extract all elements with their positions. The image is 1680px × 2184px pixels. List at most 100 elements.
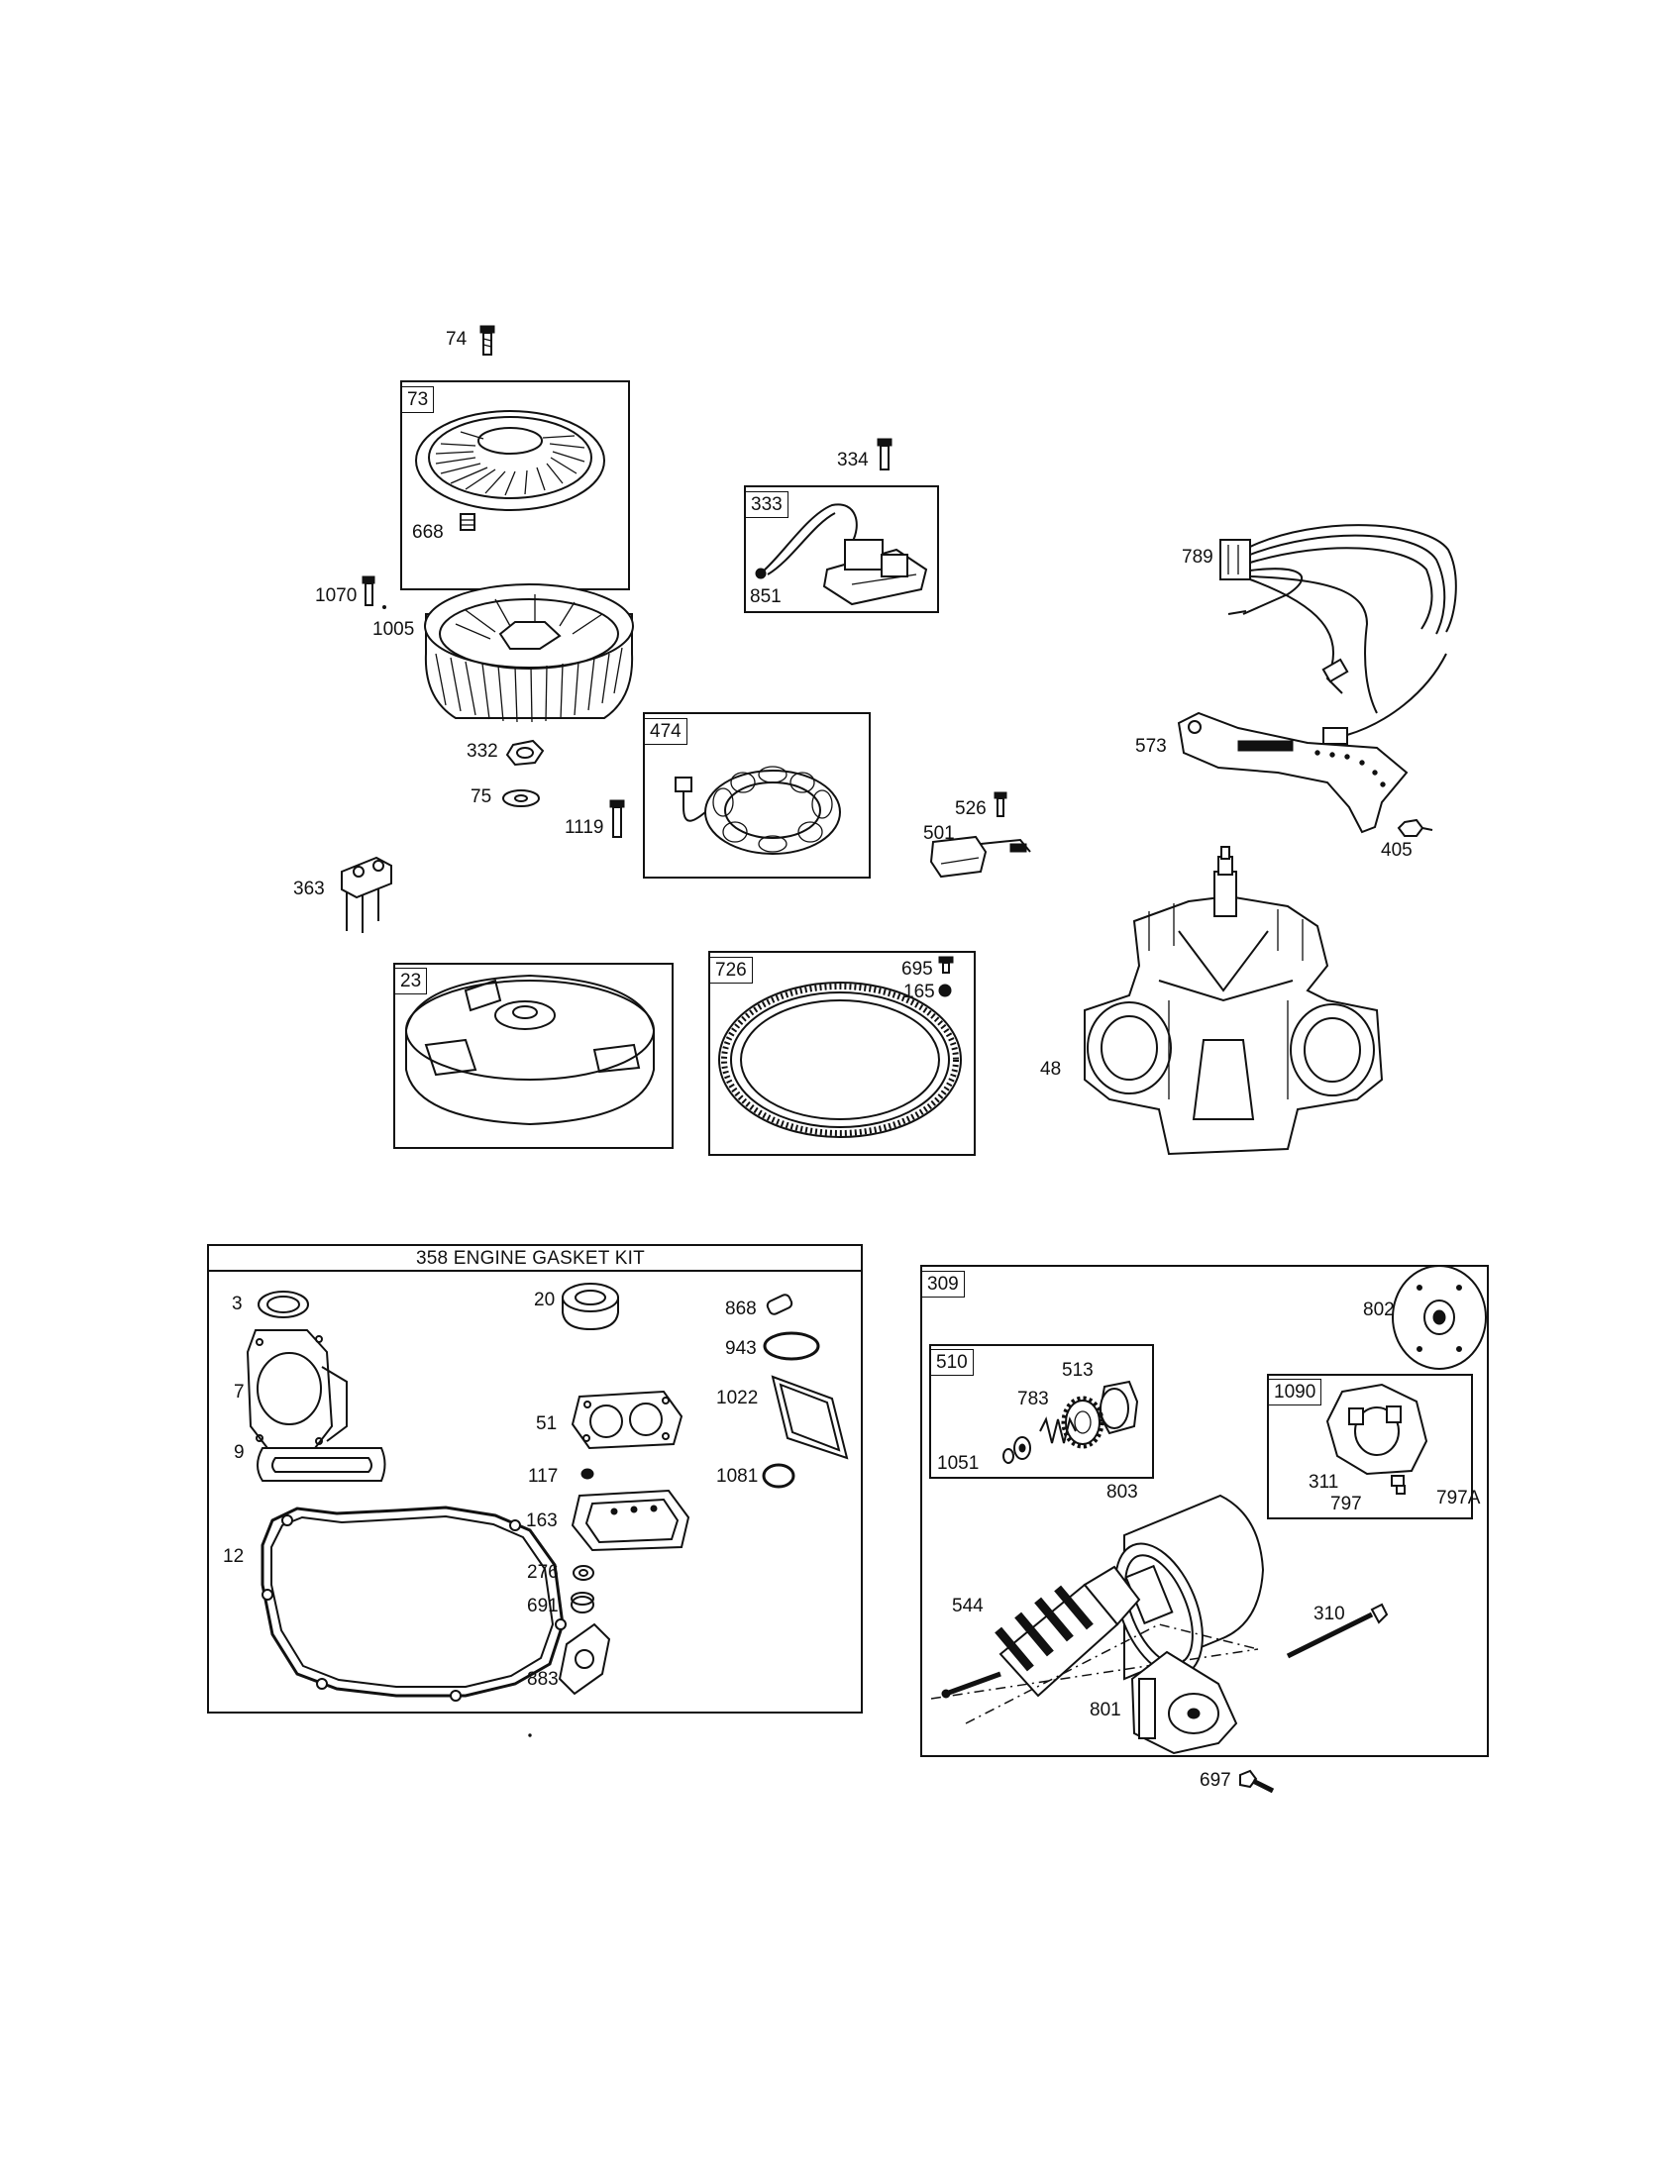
gasket-163 [571, 1489, 690, 1552]
oring-1081 [762, 1463, 795, 1489]
callout-20: 20 [534, 1290, 556, 1310]
callout-1090: 1090 [1268, 1379, 1322, 1405]
callout-311: 311 [1309, 1472, 1339, 1493]
washer-165 [938, 984, 952, 997]
bolt-310 [1286, 1603, 1389, 1659]
callout-75: 75 [471, 786, 492, 807]
spring-1051 [1002, 1416, 1077, 1464]
frame-23 [393, 963, 674, 1149]
callout-51: 51 [536, 1413, 558, 1434]
armature-333 [755, 503, 928, 606]
callout-510: 510 [930, 1349, 974, 1376]
bolt-1119 [609, 799, 625, 838]
callout-1119: 1119 [565, 817, 604, 838]
callout-405: 405 [1381, 840, 1413, 861]
crankcase-48 [1084, 846, 1384, 1156]
housing-803 [1114, 1494, 1265, 1681]
frame-333 [744, 485, 939, 613]
callout-544: 544 [952, 1596, 984, 1616]
screen-73 [415, 410, 605, 511]
callout-333: 333 [745, 491, 788, 518]
regulator-501 [929, 835, 1031, 879]
head-gasket-7 [246, 1329, 348, 1449]
callout-868: 868 [725, 1299, 757, 1319]
assembly-line-2 [965, 1623, 1259, 1724]
bolt-74 [479, 325, 495, 356]
oring-943 [763, 1331, 820, 1361]
callout-165: 165 [903, 982, 935, 1002]
gasket-9 [257, 1447, 386, 1482]
callout-943: 943 [725, 1338, 757, 1359]
plate-802 [1392, 1265, 1487, 1370]
screw-668 [460, 513, 475, 531]
callout-48: 48 [1040, 1059, 1062, 1080]
callout-12: 12 [223, 1546, 245, 1567]
callout-3: 3 [232, 1294, 243, 1314]
gear-783 [1061, 1396, 1104, 1449]
callout-74: 74 [446, 329, 468, 350]
callout-117: 117 [528, 1466, 559, 1487]
callout-695: 695 [901, 959, 933, 980]
gasket-883 [558, 1622, 611, 1696]
callout-1070: 1070 [315, 585, 358, 606]
callout-1022: 1022 [716, 1388, 759, 1408]
gasket-1022 [771, 1375, 849, 1460]
seal-20 [562, 1283, 619, 1331]
callout-276: 276 [527, 1562, 559, 1583]
ring-gear-726 [718, 982, 962, 1138]
callout-851: 851 [750, 586, 782, 607]
callout-797a: 797A [1436, 1488, 1481, 1508]
seal-3 [258, 1291, 309, 1318]
callout-23: 23 [394, 968, 428, 994]
callout-73: 73 [401, 386, 435, 413]
callout-668: 668 [412, 522, 444, 543]
bolt-1070 [362, 575, 375, 606]
stator-474 [675, 766, 841, 855]
callout-474: 474 [644, 718, 687, 745]
callout-573: 573 [1135, 736, 1167, 757]
nut-332 [505, 739, 545, 767]
gasket-kit-title: 358 ENGINE GASKET KIT [416, 1248, 645, 1269]
frame-474 [643, 712, 871, 879]
callout-697: 697 [1200, 1770, 1231, 1791]
screw-526 [994, 791, 1007, 817]
crankcase-gasket-12 [261, 1506, 567, 1702]
plug-117 [580, 1468, 594, 1480]
bracket-573 [1177, 711, 1409, 834]
callout-801: 801 [1090, 1700, 1121, 1720]
frame-726 [708, 951, 976, 1156]
screw-405 [1397, 818, 1433, 837]
fan-1005 [424, 583, 634, 723]
callout-7: 7 [234, 1382, 245, 1403]
screw-695 [938, 956, 954, 974]
frame-1090 [1267, 1374, 1473, 1519]
callout-163: 163 [526, 1510, 558, 1531]
harness-789 [1219, 524, 1457, 745]
end-cap-801 [1130, 1650, 1238, 1755]
callout-789: 789 [1182, 547, 1213, 568]
callout-803: 803 [1106, 1482, 1138, 1503]
callout-783: 783 [1017, 1389, 1049, 1409]
block-363 [341, 856, 392, 933]
frame-gasket-kit [207, 1244, 863, 1714]
flywheel-23 [405, 974, 655, 1126]
callout-1051: 1051 [937, 1453, 980, 1474]
plug-868 [766, 1294, 793, 1315]
washer-75 [502, 789, 540, 807]
callout-334: 334 [837, 450, 869, 470]
drive-pinion-513 [1098, 1380, 1139, 1435]
callout-526: 526 [955, 798, 987, 819]
callout-802: 802 [1363, 1300, 1395, 1320]
gasket-51 [571, 1390, 683, 1450]
callout-691: 691 [527, 1596, 559, 1616]
seal-691 [571, 1592, 594, 1613]
callout-309: 309 [921, 1271, 965, 1298]
seal-276 [573, 1565, 594, 1581]
callout-1005: 1005 [372, 619, 415, 640]
frame-309 [920, 1265, 1489, 1757]
frame-510 [929, 1344, 1154, 1479]
callout-332: 332 [467, 741, 498, 762]
callout-883: 883 [527, 1669, 559, 1690]
